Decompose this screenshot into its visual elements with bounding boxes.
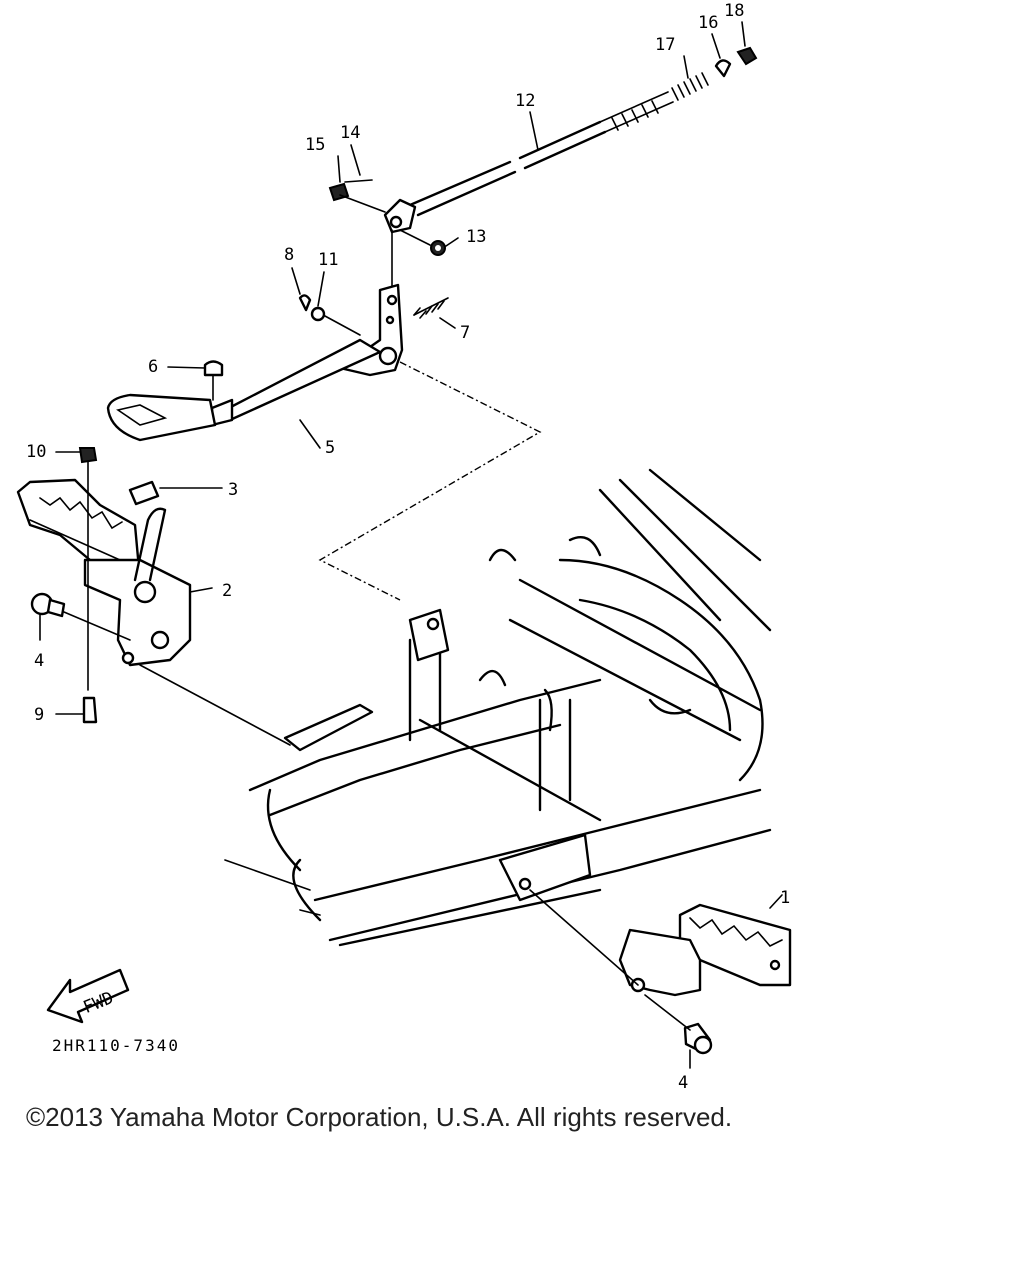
callout-9: 9 — [34, 705, 44, 725]
callout-13: 13 — [466, 227, 486, 247]
brake-pedal — [106, 229, 542, 601]
callout-4b: 4 — [678, 1073, 688, 1093]
callout-labels: 1 2 3 4 4 5 6 7 8 9 10 11 12 13 14 15 16… — [26, 1, 790, 1093]
frame — [224, 468, 772, 947]
callout-16: 16 — [698, 13, 718, 33]
forward-direction-indicator: FWD — [46, 968, 130, 1024]
callout-5: 5 — [325, 438, 335, 458]
leader-lines — [167, 21, 746, 449]
callout-10: 10 — [26, 442, 46, 462]
parts-diagram: FWD 1 2 3 4 4 5 6 7 8 9 10 11 12 13 14 1… — [16, 1, 792, 1093]
callout-3: 3 — [228, 480, 238, 500]
callout-18: 18 — [724, 1, 744, 21]
diagram-code: 2HR110-7340 — [52, 1036, 180, 1055]
right-footrest — [529, 889, 792, 1069]
callout-11: 11 — [318, 250, 338, 270]
callout-4a: 4 — [34, 651, 44, 671]
callout-2: 2 — [222, 581, 232, 601]
callout-8: 8 — [284, 245, 294, 265]
callout-12: 12 — [515, 91, 535, 111]
copyright-notice: ©2013 Yamaha Motor Corporation, U.S.A. A… — [26, 1102, 733, 1132]
callout-7: 7 — [460, 323, 470, 343]
callout-15: 15 — [305, 135, 325, 155]
callout-17: 17 — [655, 35, 675, 55]
callout-14: 14 — [340, 123, 360, 143]
callout-6: 6 — [148, 357, 158, 377]
callout-1: 1 — [780, 888, 790, 908]
left-footrest — [16, 447, 291, 746]
brake-rod-assembly — [328, 46, 758, 256]
